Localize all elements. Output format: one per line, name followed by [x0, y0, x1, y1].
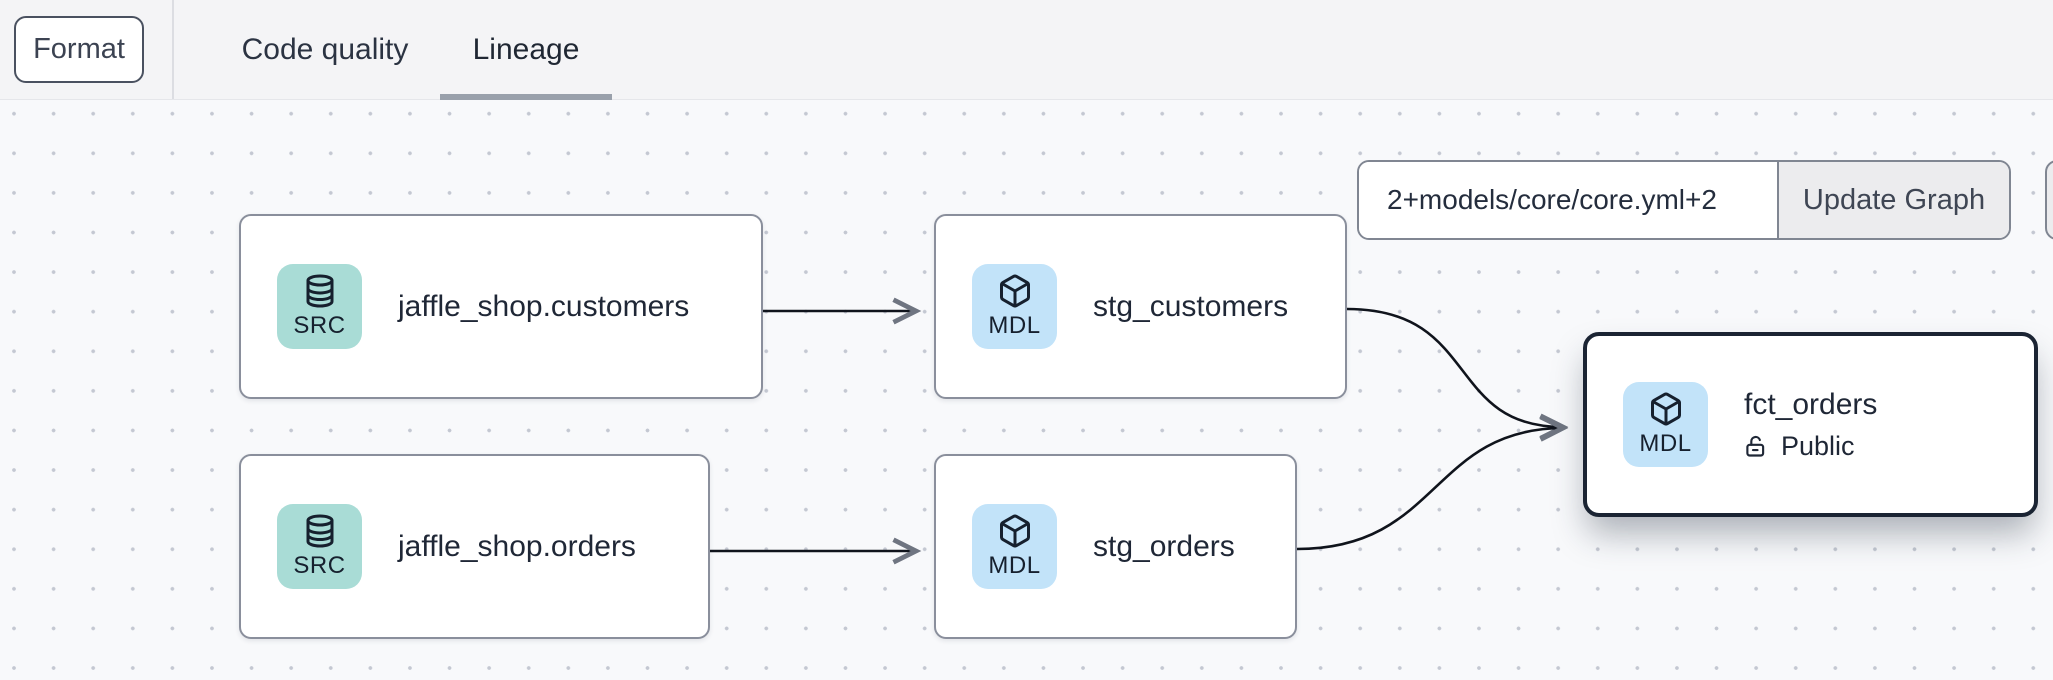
node-jaffle-shop-customers[interactable]: SRC jaffle_shop.customers: [239, 214, 763, 399]
lineage-canvas[interactable]: SRC jaffle_shop.customers MDL stg_custom…: [0, 100, 2053, 680]
toolbar-divider: [172, 0, 174, 99]
cube-icon: [1650, 392, 1681, 426]
node-label: stg_customers: [1093, 289, 1289, 323]
edges-layer: [710, 297, 1569, 565]
tab-lineage[interactable]: Lineage: [440, 0, 612, 100]
node-label: stg_orders: [1093, 529, 1235, 563]
source-badge: SRC: [277, 264, 362, 349]
graph-controls: Update Graph: [1357, 160, 2011, 240]
database-icon: [306, 274, 333, 308]
badge-label: SRC: [293, 312, 346, 339]
edge-stg-orders-to-fct-orders: [1296, 414, 1569, 551]
database-icon: [306, 514, 333, 548]
node-stg-customers[interactable]: MDL stg_customers: [934, 214, 1347, 399]
toolbar: Format Code quality Lineage: [0, 0, 2053, 100]
access-row: Public: [1744, 431, 1877, 462]
model-badge: MDL: [972, 264, 1057, 349]
controls-divider: [1777, 162, 1779, 238]
model-badge: MDL: [1623, 382, 1708, 467]
access-label: Public: [1781, 430, 1855, 461]
unlock-icon: [1746, 435, 1765, 457]
node-fct-orders[interactable]: MDL fct_orders Public: [1583, 332, 2038, 517]
cube-icon: [999, 514, 1030, 548]
badge-label: MDL: [988, 312, 1041, 339]
edge-stg-customers-to-fct-orders: [1346, 307, 1569, 441]
source-badge: SRC: [277, 504, 362, 589]
node-label: jaffle_shop.customers: [398, 289, 690, 323]
badge-label: SRC: [293, 552, 346, 579]
node-label: fct_orders: [1744, 387, 1878, 421]
tab-code-quality[interactable]: Code quality: [241, 33, 409, 66]
model-selector-input[interactable]: [1359, 162, 1777, 238]
node-stg-orders[interactable]: MDL stg_orders: [934, 454, 1297, 639]
badge-label: MDL: [1639, 430, 1692, 457]
clipped-control-button[interactable]: [2045, 160, 2053, 240]
badge-label: MDL: [988, 552, 1041, 579]
cube-icon: [999, 274, 1030, 308]
format-button[interactable]: Format: [14, 16, 144, 83]
update-graph-button[interactable]: Update Graph: [1779, 162, 2009, 238]
model-badge: MDL: [972, 504, 1057, 589]
node-jaffle-shop-orders[interactable]: SRC jaffle_shop.orders: [239, 454, 710, 639]
node-label: jaffle_shop.orders: [398, 529, 636, 563]
